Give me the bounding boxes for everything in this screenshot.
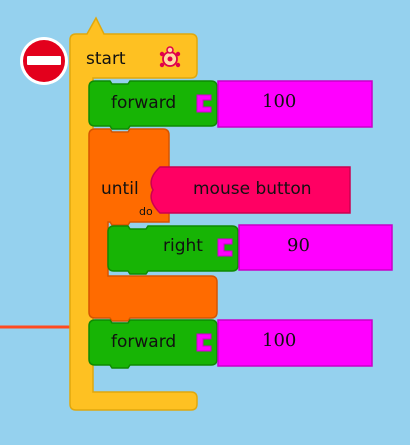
right-label: right bbox=[163, 236, 203, 256]
start-block[interactable] bbox=[69, 16, 198, 411]
forward-2-connector-icon bbox=[196, 333, 212, 352]
forward-1-value-slot[interactable] bbox=[217, 80, 373, 128]
forward-1-connector-icon bbox=[196, 94, 212, 113]
forward-1-label: forward bbox=[111, 93, 177, 113]
forward-2-value[interactable]: 100 bbox=[262, 330, 297, 351]
forward-2-label: forward bbox=[111, 332, 177, 352]
forward-1-value[interactable]: 100 bbox=[262, 91, 297, 112]
forward-block-1[interactable] bbox=[88, 80, 218, 130]
until-block[interactable] bbox=[88, 128, 218, 322]
do-label: do bbox=[139, 205, 153, 218]
turtle-icon bbox=[159, 46, 181, 68]
mouse-button-condition[interactable] bbox=[150, 166, 351, 214]
until-label: until bbox=[101, 179, 139, 199]
forward-block-2[interactable] bbox=[88, 319, 218, 369]
right-value[interactable]: 90 bbox=[287, 235, 310, 256]
forward-2-value-slot[interactable] bbox=[217, 319, 373, 367]
right-connector-icon bbox=[217, 238, 233, 257]
right-block[interactable] bbox=[107, 225, 239, 275]
right-value-slot[interactable] bbox=[238, 224, 393, 271]
start-label: start bbox=[86, 49, 126, 69]
mouse-button-label: mouse button bbox=[193, 179, 312, 199]
no-entry-icon[interactable] bbox=[20, 37, 68, 85]
